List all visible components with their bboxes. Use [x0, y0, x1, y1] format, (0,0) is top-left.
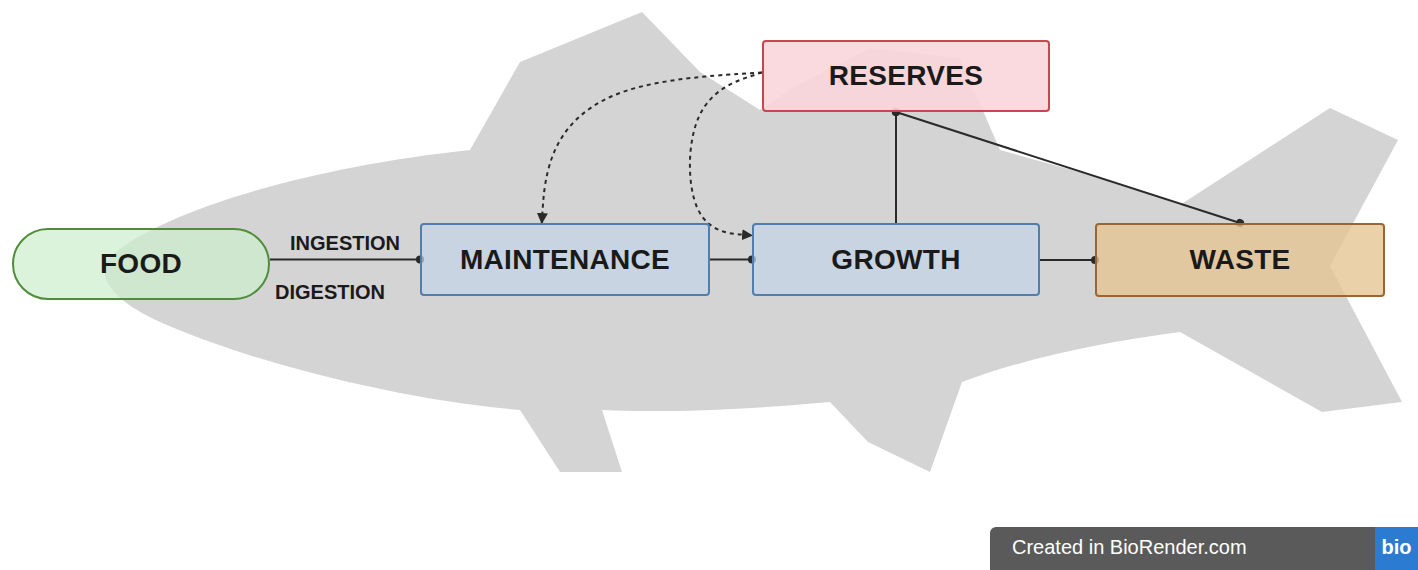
node-label: MAINTENANCE [460, 244, 670, 276]
node-label: RESERVES [829, 60, 983, 92]
food-pill: FOOD [12, 228, 270, 300]
process-label: INGESTION [290, 232, 400, 255]
process-label: DIGESTION [275, 281, 385, 304]
node-label: WASTE [1189, 244, 1290, 276]
node-label: GROWTH [831, 244, 960, 276]
process-box: GROWTH [752, 223, 1040, 296]
reserves-box: RESERVES [762, 40, 1050, 112]
watermark: Created in BioRender.com [990, 527, 1375, 570]
flow-line [270, 259, 420, 261]
dashed-arrow [542, 72, 762, 223]
process-box: MAINTENANCE [420, 223, 710, 296]
waste-box: WASTE [1095, 223, 1385, 297]
dashed-arrow [690, 72, 762, 235]
flow-line [1040, 259, 1095, 261]
flow-line [895, 112, 897, 223]
watermark-logo: bio [1375, 527, 1418, 570]
node-label: FOOD [100, 248, 182, 280]
flow-line [710, 259, 752, 261]
flow-line [896, 112, 1240, 223]
fish-body [104, 12, 1402, 472]
